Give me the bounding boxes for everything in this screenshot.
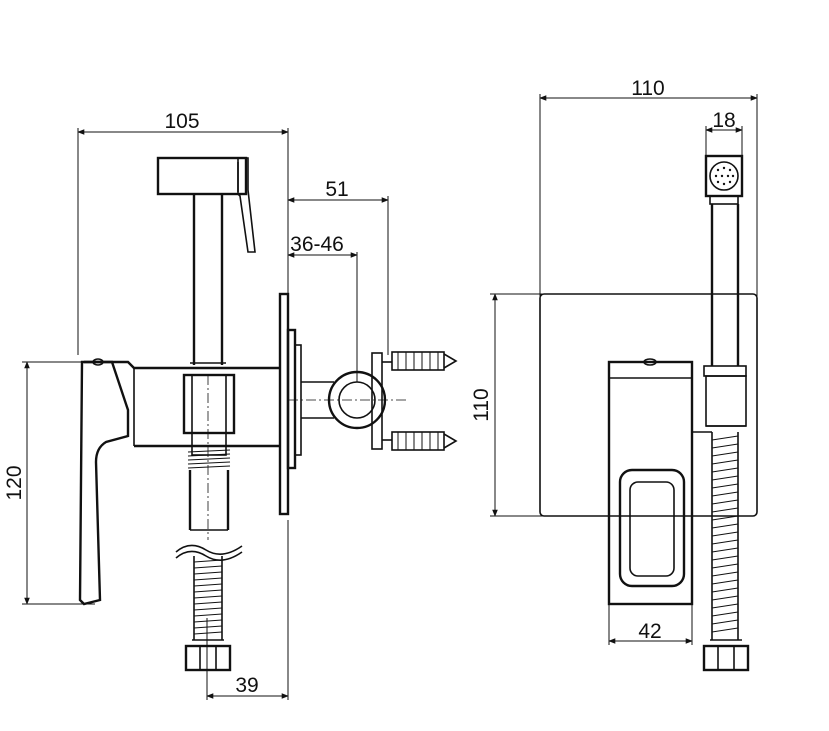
- dim-plate-height-110: 110: [470, 388, 493, 421]
- dim-width-105: 105: [164, 110, 199, 133]
- front-riser: [703, 204, 747, 427]
- wall-plate: [539, 293, 758, 517]
- dim-front-width-110: 110: [631, 77, 664, 100]
- dim-sprayer-18: 18: [712, 109, 735, 132]
- dim-offset-51: 51: [325, 178, 348, 201]
- sprayer-nozzle: [704, 154, 744, 205]
- dim-hose-39: 39: [235, 674, 258, 697]
- wall-anchors: [391, 351, 458, 451]
- dim-height-120: 120: [3, 465, 26, 500]
- side-view: 105 51 36-46 120 39: [3, 110, 458, 700]
- riser-pipe: [186, 194, 230, 369]
- mixer-body: [84, 360, 280, 540]
- inlet-hose: [175, 432, 243, 672]
- dim-valve-42: 42: [638, 620, 661, 643]
- front-view: 110 18 110 42: [470, 77, 758, 672]
- front-hose: [702, 432, 750, 672]
- lever-handle: [78, 358, 130, 606]
- dim-range-36-46: 36-46: [290, 233, 344, 256]
- sprayer-head: [156, 156, 256, 253]
- wall-bracket: [278, 292, 408, 516]
- valve-body: [607, 358, 712, 606]
